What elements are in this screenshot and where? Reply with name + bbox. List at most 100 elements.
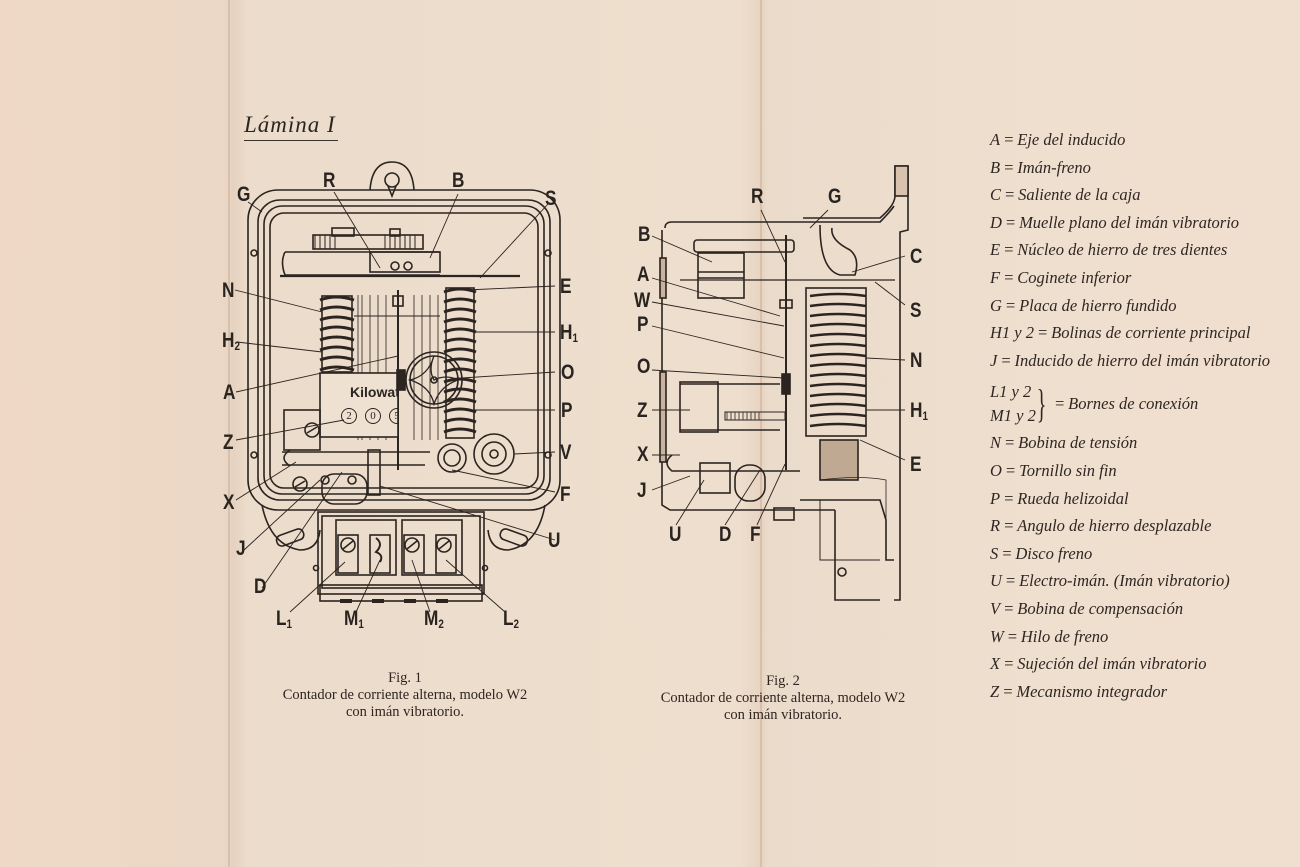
legend-equals: = [1003,598,1015,618]
legend-equals: = [1054,394,1066,414]
legend-description: Angulo de hierro desplazable [1017,516,1212,536]
cover-outline [664,221,803,229]
legend-key: R [990,516,1001,536]
fig1-label-x: X [223,491,235,514]
fig2-label-p: P [637,313,649,336]
figure-1-caption-line-1: Contador de corriente alterna, modelo W2 [282,687,528,703]
legend-description: Imán-freno [1017,157,1091,177]
legend-description: Coginete inferior [1017,267,1132,287]
legend-key: H1 y 2 [990,323,1034,343]
fig2-label-o: O [637,355,651,378]
legend-equals: = [1003,488,1015,508]
legend-equals: = [1037,323,1049,343]
legend-key: C [990,185,1002,205]
legend-equals: = [1000,350,1012,370]
brake-magnet-side [697,252,745,299]
legend-key: N [990,433,1002,453]
fig2-label-w: W [634,289,651,312]
fig2-label-d: D [719,523,732,546]
legend-description: Bobina de tensión [1018,433,1138,453]
fig2-label-x: X [637,443,649,466]
fig1-label-u: U [548,529,561,552]
fig2-label-u: U [669,523,682,546]
fig1-label-m1: M1 [344,607,364,632]
legend-item: P=Rueda helizoidal [990,487,1270,515]
fig1-label-h1: H1 [560,321,578,346]
figure-1-number: Fig. 1 [388,670,422,686]
legend-key: W [990,626,1004,646]
legend-description: Eje del inducido [1017,130,1126,149]
fig2-label-r: R [751,185,764,208]
plate-title: Lámina I [244,112,338,141]
fig2-label-h1: H1 [910,399,928,424]
figure-1-caption: Fig. 1 Contador de corriente alterna, mo… [250,670,560,721]
legend-equals: = [1004,185,1016,205]
legend-key: D [990,212,1002,232]
legend-description: Núcleo de hierro de tres dientes [1017,240,1228,260]
legend-item: N=Bobina de tensión [990,431,1270,459]
fig1-label-d: D [254,575,267,598]
register-label: Kilowat [350,384,398,400]
legend-key: O [990,460,1002,480]
fig1-label-o: O [561,361,575,384]
legend-description: Hilo de freno [1020,626,1109,646]
fig1-label-n: N [222,279,235,302]
keyhole [384,172,400,188]
legend-item: A=Eje del inducido [990,128,1270,156]
legend-brace: } [1036,381,1047,427]
page-fold-center [760,0,762,867]
cast-plate [803,165,909,601]
legend-description: Electro-imán. (Imán vibratorio) [1019,571,1230,591]
fig1-label-m2: M2 [424,607,444,632]
legend-item: Z=Mecanismo integrador [990,680,1270,708]
register-digit: 5 [389,408,398,424]
legend-description: Bobina de compensación [1017,598,1184,618]
fig2-label-e: E [910,453,922,476]
legend-equals: = [1003,240,1015,260]
legend-equals: = [1006,626,1018,646]
figure-2-caption-line-1: Contador de corriente alterna, modelo W2 [660,690,906,706]
fig1-label-z: Z [223,431,234,454]
legend-key: F [990,267,1001,287]
case-outer [247,189,561,511]
legend-item: R=Angulo de hierro desplazable [990,514,1270,542]
legend-item: H1 y 2=Bolinas de corriente principal [990,321,1270,349]
register-digits: 2 0 5 [341,408,398,424]
legend-description: Saliente de la caja [1018,185,1141,205]
register-digit: 0 [365,408,381,424]
legend-key: B [990,157,1001,177]
legend-item: D=Muelle plano del imán vibratorio [990,211,1270,239]
fig2-label-f: F [750,523,761,546]
legend-equals: = [1001,543,1013,563]
fig2-label-n: N [910,349,923,372]
legend-equals: = [1003,267,1015,287]
legend-equals: = [1004,212,1017,232]
legend-key: V [990,598,1001,618]
coil-left [319,295,355,373]
legend-key: P [990,488,1001,508]
fig2-label-z: Z [637,399,648,422]
legend-equals: = [1003,654,1015,674]
fig1-label-l2: L2 [503,607,520,632]
page-fold-left [228,0,230,867]
figure-2-number: Fig. 2 [766,673,800,689]
fig1-label-l1: L1 [276,607,293,632]
legend-description: Placa de hierro fundido [1019,295,1177,315]
legend-equals: = [1003,157,1015,177]
legend-key: G [990,295,1002,315]
legend-description: Disco freno [1015,543,1093,563]
terminal-box [317,511,485,595]
legend-key: S [990,543,999,563]
legend-key: J [990,350,998,370]
foot-right [487,504,546,551]
legend-key: E [990,240,1001,260]
legend-description: Rueda helizoidal [1017,488,1129,508]
legend-description: Bornes de conexión [1068,394,1199,414]
fig1-label-a: A [223,381,236,404]
